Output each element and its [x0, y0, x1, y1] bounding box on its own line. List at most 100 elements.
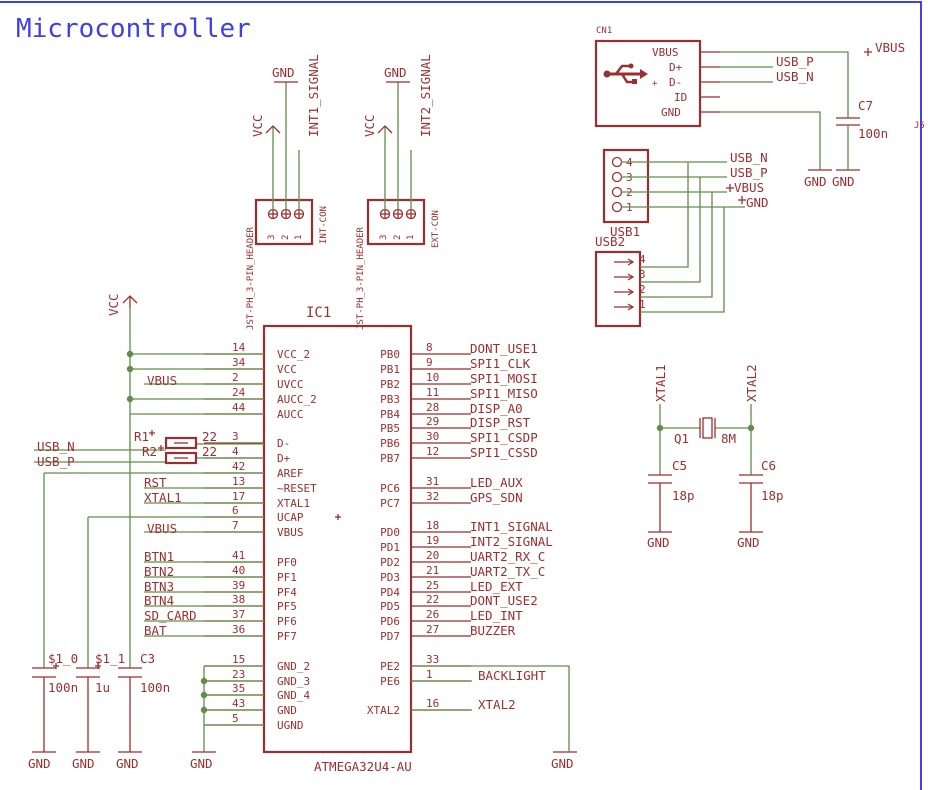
ic1-left-pin-name: GND_4 — [277, 689, 310, 702]
c6-gnd: GND — [737, 535, 760, 550]
ic1-body — [262, 324, 413, 754]
r2-value: 22 — [202, 444, 217, 459]
ic1-left-pin-name: VCC_2 — [277, 348, 310, 361]
ic1-symbol[interactable]: IC1 ATMEGA32U4-AU 14VCC_234VCC2UVCC24AUC… — [144, 305, 553, 774]
vbus-label-uvcc: VBUS — [147, 373, 177, 388]
ic1-right-net-label: SPI1_CSDP — [470, 430, 538, 445]
cn1-pin-vbus: VBUS — [652, 46, 679, 59]
capacitor-1-1[interactable]: $1_1 1u — [76, 651, 125, 752]
ic1-left-pin-number: 24 — [232, 386, 246, 399]
ic1-left-pin-name: ~RESET — [277, 482, 317, 495]
c6-name: C6 — [761, 458, 776, 473]
ic1-left-pin-name: UGND — [277, 719, 304, 732]
ic1-right-net-label: LED_AUX — [470, 475, 523, 490]
ic1-left-net-label: XTAL1 — [144, 490, 182, 505]
ic1-left-pin-number: 37 — [232, 608, 245, 621]
ic1-right-net-label: GPS_SDN — [470, 490, 523, 505]
crystal-circuit[interactable]: Q1 8M XTAL1 XTAL2 C5 18p C6 18p GND GND — [647, 364, 784, 550]
ic1-right-pin-name: PB4 — [380, 408, 400, 421]
ic1-left-pin-name: PF4 — [277, 586, 297, 599]
ic1-right-pin-number: 1 — [426, 668, 433, 681]
usb2-pin3: 3 — [639, 268, 646, 281]
right-wiring — [411, 665, 570, 752]
usb1-usbn: USB_N — [730, 150, 768, 165]
ic1-left-pin-name: PF1 — [277, 571, 297, 584]
capacitor-c3[interactable]: C3 100n — [118, 651, 170, 752]
capacitor-c7[interactable]: C7 100n — [836, 98, 888, 170]
ic1-right-pin-name: PB5 — [380, 422, 400, 435]
ic1-right-pin-number: 29 — [426, 415, 439, 428]
usb-connector-cn1[interactable]: CN1 + VBUS D+ D- ID GND VBUS USB_P USB_N… — [594, 26, 925, 189]
cap-1-0-value: 100n — [48, 680, 78, 695]
cn1-plus: + — [652, 79, 658, 89]
ic1-right-pin-number: 19 — [426, 534, 439, 547]
ic1-right-pin-number: 9 — [426, 356, 433, 369]
ic1-right-pin-number: 31 — [426, 475, 439, 488]
ic1-right-net-label: LED_EXT — [470, 579, 523, 594]
ic1-right-pin-number: 12 — [426, 445, 439, 458]
usb1-usbp: USB_P — [730, 165, 768, 180]
ic1-left-pin-number: 42 — [232, 460, 245, 473]
ic1-left-pin-number: 4 — [232, 445, 239, 458]
crystal-xtal1: XTAL1 — [653, 364, 668, 402]
ic1-right-pin-number: 27 — [426, 623, 439, 636]
ic1-right-pin-name: PB0 — [380, 348, 400, 361]
ic1-left-pin-name: PF5 — [277, 600, 297, 613]
ic1-right-net-label: DISP_A0 — [470, 401, 523, 416]
ic1-right-pin-name: PD0 — [380, 526, 400, 539]
ic1-left-pin-name: PF6 — [277, 615, 297, 628]
ic1-right-pin-name: PE2 — [380, 660, 400, 673]
ic1-left-pin-number: 13 — [232, 475, 245, 488]
ic1-left-pin-number: 38 — [232, 593, 245, 606]
ic1-right-pin-number: 28 — [426, 401, 439, 414]
cn1-usbp-net: USB_P — [776, 54, 814, 69]
int-con-gnd: GND — [272, 65, 295, 80]
ic1-left-pin-number: 34 — [232, 356, 246, 369]
usb1-connector[interactable]: 4 3 2 1 USB1 USB_N USB_P VBUS GND — [602, 148, 769, 239]
usb-n-label-left: USB_N — [37, 439, 75, 454]
gnd-label-pe2: GND — [551, 756, 574, 771]
ic1-right-pin-name: PB3 — [380, 393, 400, 406]
ic1-right-pin-number: 22 — [426, 593, 439, 606]
ic1-left-pin-number: 17 — [232, 490, 245, 503]
header-ext-con[interactable]: 3 2 1 EXT-CON JST-PH_3-PIN_HEADER GND VC… — [356, 54, 441, 330]
ext-con-pin1: 1 — [406, 235, 416, 240]
usb1-vbus: VBUS — [734, 180, 764, 195]
ic1-left-pin-number: 5 — [232, 712, 239, 725]
ic1-left-pin-name: AUCC_2 — [277, 393, 317, 406]
r1-value: 22 — [202, 429, 217, 444]
cn1-name: CN1 — [596, 26, 612, 36]
r1-name: R1 — [134, 429, 149, 444]
vbus-label-pin7: VBUS — [147, 521, 177, 536]
usb2-connector[interactable]: 4 3 2 1 USB2 — [594, 162, 725, 328]
cap-1-1-value: 1u — [95, 680, 110, 695]
cap-c3-name: C3 — [140, 651, 155, 666]
capacitor-1-0[interactable]: $1_0 100n — [32, 651, 78, 752]
ext-con-pin2: 2 — [393, 235, 403, 240]
resistor-r1[interactable]: R1 22 — [134, 429, 217, 450]
ic1-right-pin-number: 11 — [426, 386, 439, 399]
usb2-pin1: 1 — [639, 298, 646, 311]
int-con-pin2: 2 — [281, 235, 291, 240]
ic1-left-net-label: BTN1 — [144, 549, 174, 564]
ic1-right-net-label: LED_INT — [470, 608, 523, 623]
ic1-right-pin-name: PD2 — [380, 556, 400, 569]
header-int-con[interactable]: 3 2 1 INT-CON JST-PH_3-PIN_HEADER GND VC… — [246, 54, 329, 330]
resistor-r2[interactable]: R2 22 — [142, 444, 217, 465]
ic1-right-pin-name: PC7 — [380, 497, 400, 510]
